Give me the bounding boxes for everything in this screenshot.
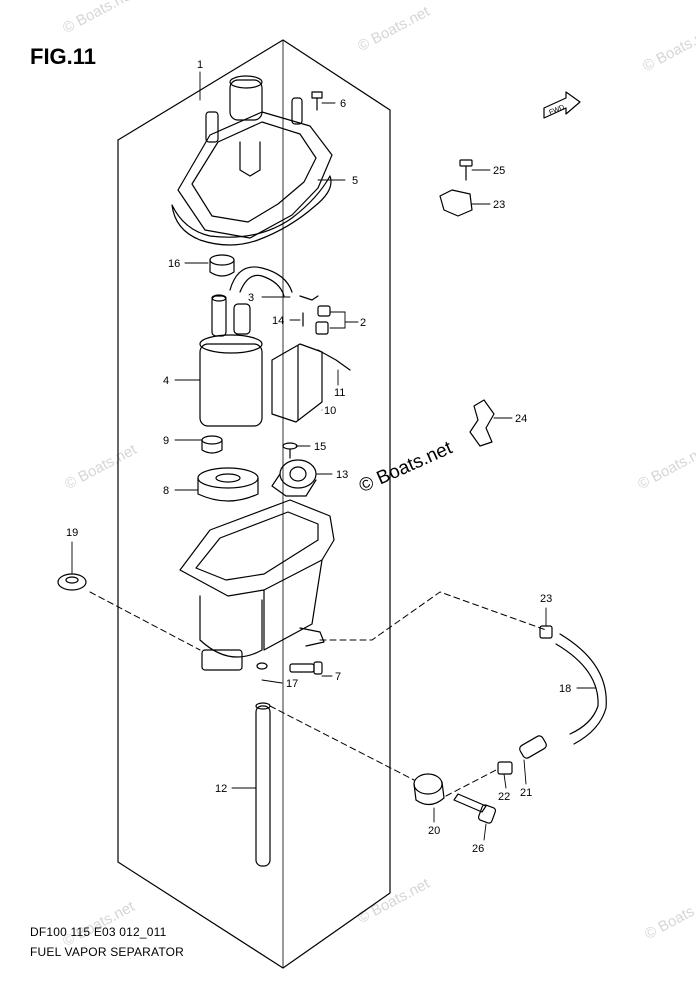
screw-part-15 [282,442,298,459]
grommet-part-20 [413,773,445,806]
pump-harness [229,266,331,335]
callout-2: 2 [360,317,366,329]
grommet-part-16 [209,254,235,277]
bolt-part-7 [289,661,323,675]
drain-tube-part-12 [255,702,271,867]
assembly-boundary [117,39,391,969]
bolt-part-26 [453,793,497,824]
bracket-part-24 [469,399,495,447]
callout-20: 20 [428,825,440,837]
holder-part-8 [197,467,259,502]
callout-1: 1 [197,59,203,71]
callout-17: 17 [286,678,298,690]
clamp-part-22 [497,761,513,775]
callout-12: 12 [215,783,227,795]
callout-9: 9 [163,435,169,447]
callout-7: 7 [335,671,341,683]
callout-11: 11 [334,387,345,399]
grommet-part-19 [57,573,87,591]
fuel-pump-part-4 [199,294,263,427]
callout-26: 26 [472,843,484,855]
callout-3: 3 [248,292,254,304]
callout-19: 19 [66,527,78,539]
bolt-part-6 [311,91,323,111]
callout-13: 13 [336,469,348,481]
routing-lines [89,591,547,797]
callout-6: 6 [340,98,346,110]
hose-part-18 [519,633,607,759]
figure-code: DF100 115 E03 012_011 [30,925,167,939]
callout-16: 16 [168,258,180,270]
callout-10: 10 [324,405,336,417]
callout-21: 21 [520,787,532,799]
fwd-label: FWD [548,104,565,116]
clamp-part-23-top [439,189,473,217]
callout-8: 8 [163,485,169,497]
leader-lines [71,71,597,841]
separator-body [179,499,335,671]
callout-4: 4 [163,375,169,387]
callout-24: 24 [515,413,527,425]
cover-gasket [171,175,332,246]
callout-23-top: 23 [493,199,505,211]
regulator-part-13 [271,459,317,497]
callout-23-hose: 23 [540,593,552,605]
callout-15: 15 [314,441,326,453]
callout-labels: 1 2 3 4 5 6 7 8 9 10 11 12 13 14 15 16 1… [66,59,571,855]
filter-part-10 [271,343,351,423]
figure-name: FUEL VAPOR SEPARATOR [30,945,185,959]
callout-5: 5 [352,175,358,187]
clamp-part-23-hose [539,625,553,639]
callout-22: 22 [498,791,510,803]
fwd-arrow-icon [543,91,581,119]
callout-14: 14 [272,315,284,327]
collar-part-9 [201,435,223,454]
figure-title: FIG.11 [30,44,97,69]
bolt-part-25 [459,159,473,181]
callout-25: 25 [493,165,505,177]
callout-18: 18 [559,683,571,695]
separator-cover [177,75,333,239]
